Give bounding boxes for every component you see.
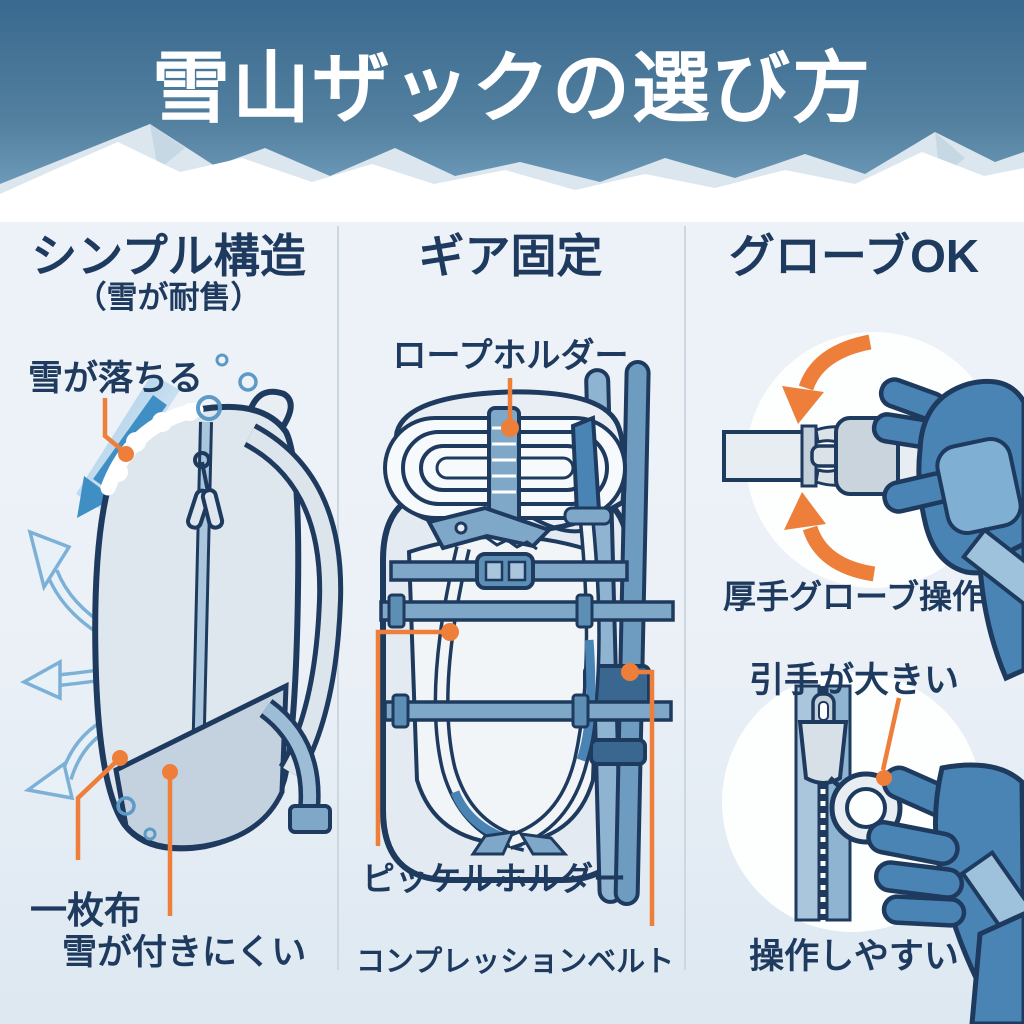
label-single-fabric: 一枚布 — [30, 890, 141, 931]
glove-zipper-scene — [722, 672, 1024, 1024]
mountain-range-icon — [0, 124, 1024, 222]
glove-icon-2 — [866, 762, 1024, 1024]
snow-cap — [100, 402, 204, 496]
caption-thick-glove-operation: 厚手グローブ操作 — [722, 578, 986, 615]
column2-header: ギア固定 — [418, 230, 603, 282]
backpack-body — [92, 388, 344, 852]
compression-straps-icon — [379, 552, 675, 729]
coiled-rope-icon — [383, 406, 627, 534]
caption-easy-to-operate: 操作しやすい — [749, 937, 959, 976]
label-snow-falls-off: 雪が落ちる — [28, 359, 204, 398]
shoulder-strap — [243, 423, 344, 834]
leader-lines — [75, 398, 178, 916]
label-compression-belt: コンプレッションベルト — [356, 946, 675, 978]
page-title: 雪山ザックの選び方 — [151, 44, 872, 132]
column1-header: シンプル構造 — [31, 230, 306, 282]
snow-bubbles — [116, 353, 258, 841]
column-divider-right — [684, 226, 686, 970]
leader-lines — [375, 378, 655, 926]
column1-subheader: （雪が耐售） — [75, 280, 262, 315]
label-rope-holder: ロープホルダー — [392, 337, 629, 375]
glove-icon — [871, 377, 1024, 682]
leader-line — [876, 697, 902, 786]
bottom-fabric-panel — [113, 681, 289, 851]
glove-operation-icon — [722, 332, 1024, 1024]
glove-knuckle-patch — [935, 436, 1023, 536]
glove-buckle-scene — [722, 332, 1024, 682]
backpack-gear-icon — [375, 360, 675, 926]
column3-header: グローブOK — [728, 230, 980, 282]
rotation-arrows-icon — [782, 334, 876, 582]
label-ice-axe-holder: ピッケルホルダー — [362, 860, 626, 897]
backpack-side-view-icon — [20, 353, 344, 916]
zipper-slider — [797, 720, 849, 785]
axe-pick — [570, 415, 602, 517]
label-large-pull-tab: 引手が大きい — [748, 661, 959, 700]
label-snow-resistant: 雪が付きにくい — [62, 933, 307, 972]
